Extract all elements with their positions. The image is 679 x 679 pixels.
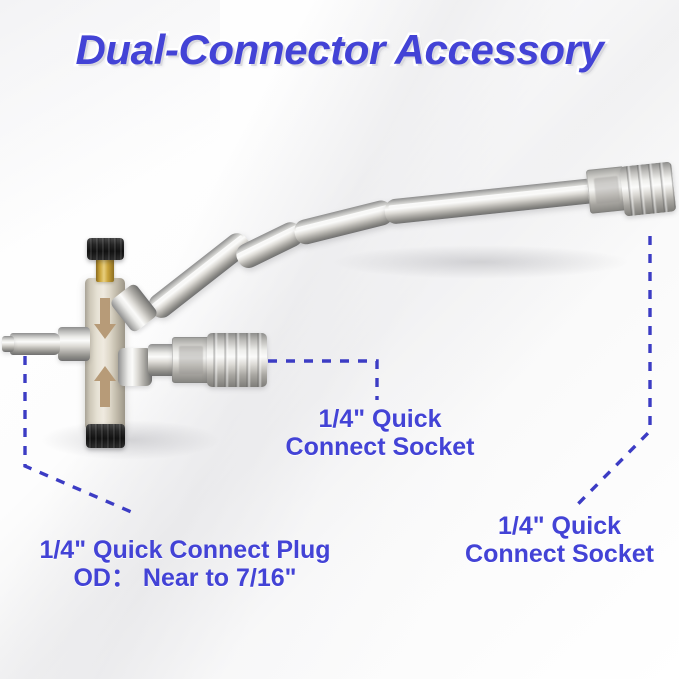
product-shadow-right [330, 245, 630, 279]
product-shadow-left [40, 420, 220, 460]
callout-label-plug-left: 1/4" Quick Connect Plug OD： Near to 7/16… [39, 536, 331, 592]
socket-middle-collar [207, 333, 267, 387]
callout-label-socket-middle: 1/4" Quick Connect Socket [285, 405, 475, 461]
plug-left-tip [10, 333, 60, 355]
lance-tube-lower [144, 228, 255, 323]
lance-tube-mid [291, 198, 396, 247]
tee-branch-lower [118, 348, 152, 386]
callout-label-socket-right: 1/4" Quick Connect Socket [465, 512, 654, 568]
page-title: Dual-Connector Accessory [73, 24, 606, 76]
socket-middle-hex-nut [172, 337, 210, 383]
plug-left-nose [2, 336, 14, 352]
plug-left-base [58, 327, 90, 361]
lance-tube-upper [383, 177, 601, 225]
brass-collar [96, 258, 114, 282]
knob-bottom[interactable] [86, 424, 125, 448]
knob-top[interactable] [87, 238, 124, 260]
socket-right-collar [619, 161, 677, 217]
